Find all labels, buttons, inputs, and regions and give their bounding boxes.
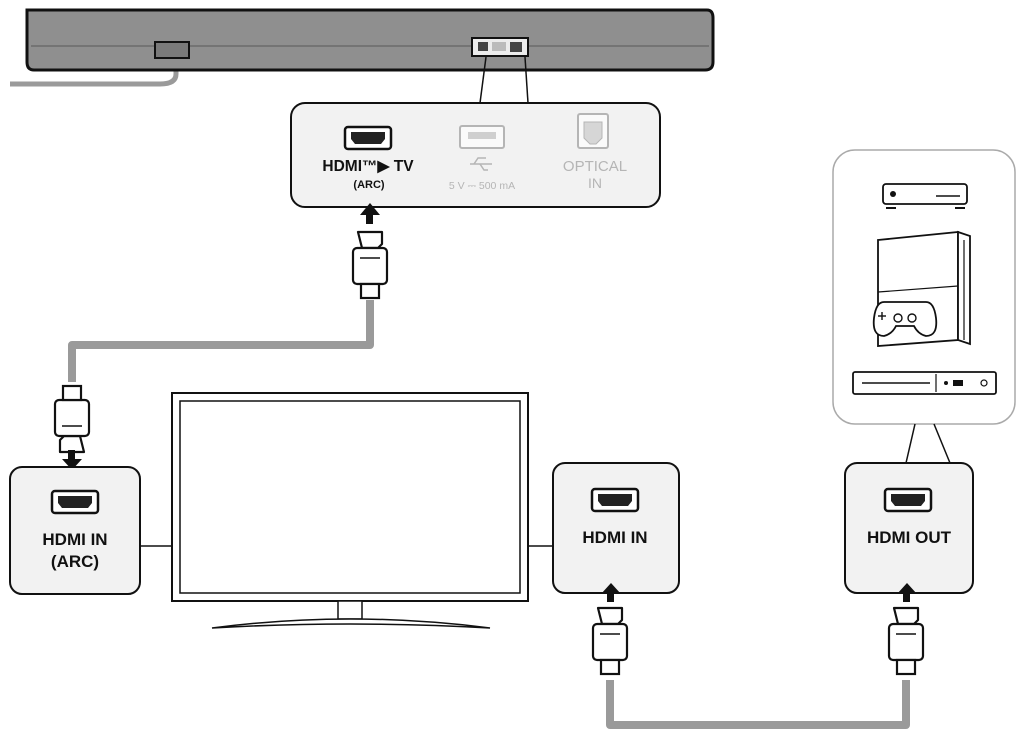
usb-symbol-icon [470, 157, 492, 171]
usb-spec-label: 5 V ⎓ 500 mA [449, 180, 515, 192]
callout-soundbar [479, 56, 529, 104]
callout-source [905, 423, 951, 464]
arrow-up-icon [601, 583, 621, 602]
source-devices-panel [832, 149, 1016, 425]
arrow-up-icon [897, 583, 917, 602]
source-hdmi-out-panel: HDMI OUT [844, 462, 974, 594]
power-socket [154, 41, 190, 59]
tv-hdmi-in-label: HDMI IN [582, 528, 647, 547]
usb-port-icon [459, 125, 505, 149]
source-hdmi-out-label: HDMI OUT [867, 528, 952, 547]
optical-label-line1: OPTICAL [563, 158, 627, 175]
hdmi-port-icon [343, 125, 393, 151]
power-cable [10, 58, 179, 87]
hdmi-port-icon [590, 487, 640, 513]
hdmi-arc-label: HDMI™▶ TV [322, 158, 414, 175]
gamepad-icon [872, 301, 938, 337]
hdmi-plug-icon [887, 606, 925, 676]
tv-arc-port-sublabel: (ARC) [51, 552, 99, 571]
tv-hdmi-in-panel: HDMI IN [552, 462, 680, 594]
hdmi-port-icon [50, 489, 100, 515]
hdmi-port-icon [883, 487, 933, 513]
optical-label-line2: IN [588, 175, 602, 191]
tv-arc-port-label: HDMI IN [42, 530, 107, 549]
cable-soundbar-tv [68, 300, 374, 382]
arrow-up-icon [360, 203, 380, 224]
tv-hdmi-arc-panel: HDMI IN (ARC) [9, 466, 141, 595]
soundbar [25, 8, 715, 72]
tv [171, 392, 529, 629]
arc-sub-label: (ARC) [353, 179, 384, 191]
blu-ray-player-icon [852, 371, 997, 395]
cable-tv-source [606, 680, 910, 729]
hdmi-plug-icon [591, 606, 629, 676]
arrow-down-icon [62, 450, 82, 470]
optical-port-icon [577, 113, 609, 149]
set-top-box-icon [882, 183, 968, 209]
hdmi-plug-icon [351, 230, 389, 300]
hdmi-plug-icon [53, 384, 91, 454]
soundbar-port-panel: HDMI™▶ TV (ARC) 5 V ⎓ 500 mA OPTICAL IN [290, 102, 661, 208]
